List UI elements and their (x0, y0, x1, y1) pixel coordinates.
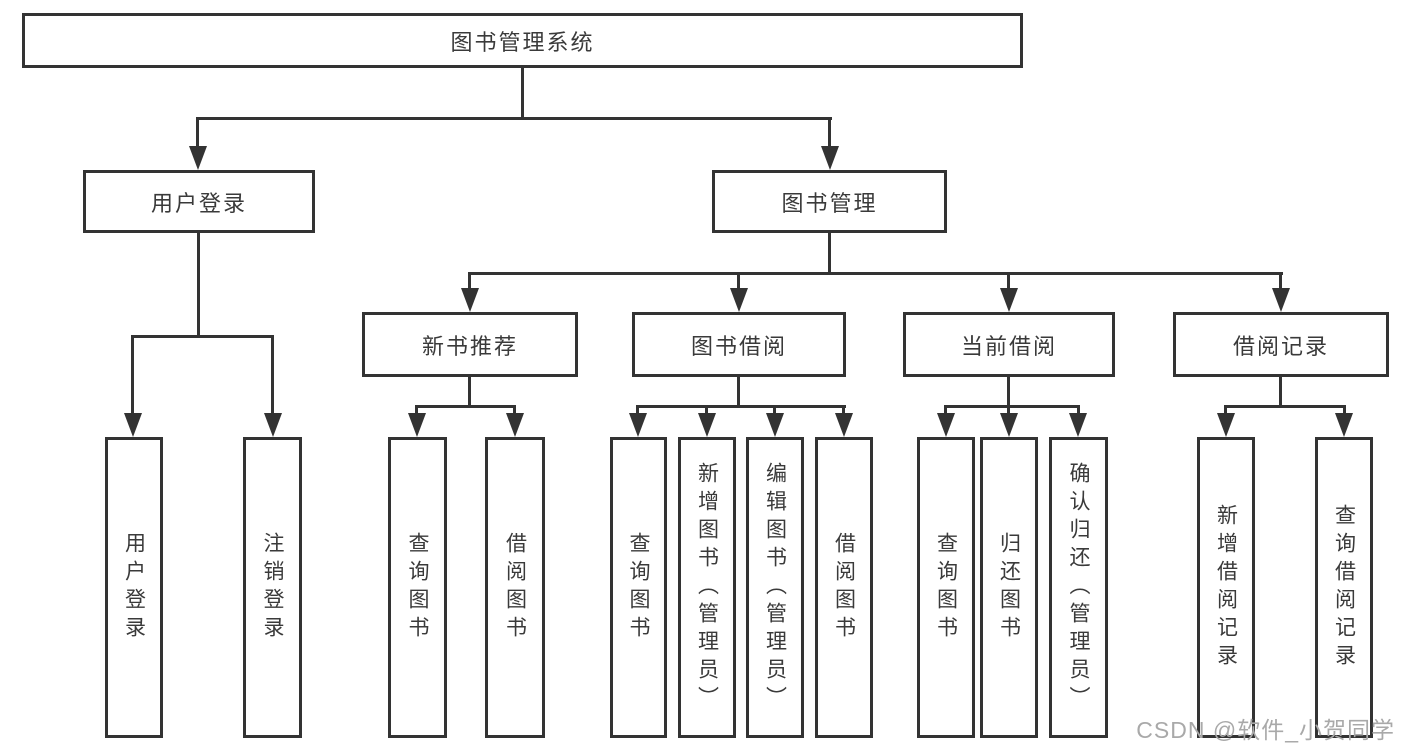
node-book-borrow: 图书借阅 (632, 312, 846, 377)
node-book-borrow-label: 图书借阅 (690, 333, 787, 359)
arrowhead-query-borrow-record (1335, 413, 1353, 437)
leaf-user-login: 用户登录 (105, 437, 163, 738)
leaf-query-book-borrow-label: 查询图书 (627, 531, 650, 644)
arrowhead-query-book-recommend (408, 413, 426, 437)
leaf-add-borrow-record: 新增借阅记录 (1197, 437, 1255, 738)
node-new-book-recommend: 新书推荐 (362, 312, 578, 377)
leaf-return-book: 归还图书 (980, 437, 1038, 738)
connector-drop-borrow-record (1279, 272, 1282, 291)
arrowhead-edit-book-admin (766, 413, 784, 437)
connector-drop-borrow-book-borrow (842, 405, 845, 416)
connector-drop-new-book-recommend (468, 272, 471, 291)
leaf-query-borrow-record-label: 查询借阅记录 (1332, 503, 1356, 672)
arrowhead-add-book-admin (698, 413, 716, 437)
connector-new-book-recommend-branch (415, 405, 516, 408)
arrowhead-borrow-book-recommend (506, 413, 524, 437)
connector-drop-book-management (828, 117, 831, 149)
leaf-add-borrow-record-label: 新增借阅记录 (1214, 503, 1238, 672)
connector-drop-user-login (196, 117, 199, 149)
leaf-query-book-recommend: 查询图书 (388, 437, 447, 738)
leaf-query-book-current-label: 查询图书 (934, 531, 958, 644)
arrowhead-leaf-logout (264, 413, 282, 437)
leaf-query-book-recommend-label: 查询图书 (406, 531, 429, 644)
connector-drop-current-borrow (1007, 272, 1010, 291)
leaf-query-book-current: 查询图书 (917, 437, 975, 738)
connector-drop-book-borrow (737, 272, 740, 291)
connector-book-borrow-branch (636, 405, 846, 408)
node-book-management: 图书管理 (712, 170, 947, 233)
connector-book-management-branch (468, 272, 1283, 275)
arrowhead-leaf-user-login (124, 413, 142, 437)
connector-user-login-stem (197, 233, 200, 335)
leaf-user-login-label: 用户登录 (122, 531, 146, 644)
leaf-edit-book-admin-label: 编辑图书（管理员） (763, 461, 787, 714)
connector-new-book-recommend-stem (468, 377, 471, 405)
connector-drop-query-book-borrow (636, 405, 639, 416)
connector-drop-edit-book-admin (773, 405, 776, 416)
connector-drop-leaf-user-login (131, 335, 134, 416)
connector-drop-confirm-return-admin (1077, 405, 1080, 416)
connector-book-management-stem (828, 233, 831, 272)
arrowhead-borrow-book-borrow (835, 413, 853, 437)
connector-borrow-record-branch (1224, 405, 1346, 408)
leaf-query-borrow-record: 查询借阅记录 (1315, 437, 1373, 738)
connector-drop-borrow-book-recommend (513, 405, 516, 416)
leaf-confirm-return-admin: 确认归还（管理员） (1049, 437, 1108, 738)
leaf-logout: 注销登录 (243, 437, 302, 738)
connector-user-login-branch (131, 335, 274, 338)
node-current-borrow-label: 当前借阅 (960, 333, 1057, 359)
node-borrow-record-label: 借阅记录 (1232, 333, 1329, 359)
connector-root-branch (196, 117, 832, 120)
leaf-borrow-book-borrow-label: 借阅图书 (832, 531, 856, 644)
leaf-borrow-book-recommend: 借阅图书 (485, 437, 545, 738)
connector-drop-add-book-admin (705, 405, 708, 416)
connector-borrow-record-stem (1279, 377, 1282, 405)
connector-drop-add-borrow-record (1224, 405, 1227, 416)
arrowhead-query-book-current (937, 413, 955, 437)
leaf-query-book-borrow: 查询图书 (610, 437, 667, 738)
leaf-add-book-admin-label: 新增图书（管理员） (695, 461, 719, 714)
node-current-borrow: 当前借阅 (903, 312, 1115, 377)
arrowhead-borrow-record (1272, 288, 1290, 312)
node-library-system-label: 图书管理系统 (450, 29, 595, 55)
leaf-add-book-admin: 新增图书（管理员） (678, 437, 736, 738)
arrowhead-user-login (189, 146, 207, 170)
connector-drop-return-book (1007, 405, 1010, 416)
arrowhead-book-management (821, 146, 839, 170)
arrowhead-return-book (1000, 413, 1018, 437)
node-book-management-label: 图书管理 (781, 190, 878, 216)
connector-drop-query-book-current (944, 405, 947, 416)
arrowhead-book-borrow (730, 288, 748, 312)
leaf-borrow-book-borrow: 借阅图书 (815, 437, 873, 738)
node-borrow-record: 借阅记录 (1173, 312, 1389, 377)
connector-drop-query-book-recommend (415, 405, 418, 416)
connector-drop-leaf-logout (271, 335, 274, 416)
leaf-borrow-book-recommend-label: 借阅图书 (503, 531, 527, 644)
connector-current-borrow-stem (1007, 377, 1010, 405)
leaf-logout-label: 注销登录 (261, 531, 284, 644)
leaf-confirm-return-admin-label: 确认归还（管理员） (1067, 461, 1090, 714)
leaf-return-book-label: 归还图书 (997, 531, 1021, 644)
node-user-login: 用户登录 (83, 170, 315, 233)
node-user-login-label: 用户登录 (150, 190, 247, 216)
arrowhead-confirm-return-admin (1069, 413, 1087, 437)
arrowhead-new-book-recommend (461, 288, 479, 312)
connector-book-borrow-stem (737, 377, 740, 405)
leaf-edit-book-admin: 编辑图书（管理员） (746, 437, 804, 738)
node-new-book-recommend-label: 新书推荐 (421, 333, 518, 359)
connector-current-borrow-branch (944, 405, 1080, 408)
connector-root-stem (521, 68, 524, 117)
arrowhead-query-book-borrow (629, 413, 647, 437)
arrowhead-current-borrow (1000, 288, 1018, 312)
connector-drop-query-borrow-record (1343, 405, 1346, 416)
arrowhead-add-borrow-record (1217, 413, 1235, 437)
node-library-system: 图书管理系统 (22, 13, 1023, 68)
csdn-watermark: CSDN @软件_小贺同学 (1136, 717, 1395, 743)
